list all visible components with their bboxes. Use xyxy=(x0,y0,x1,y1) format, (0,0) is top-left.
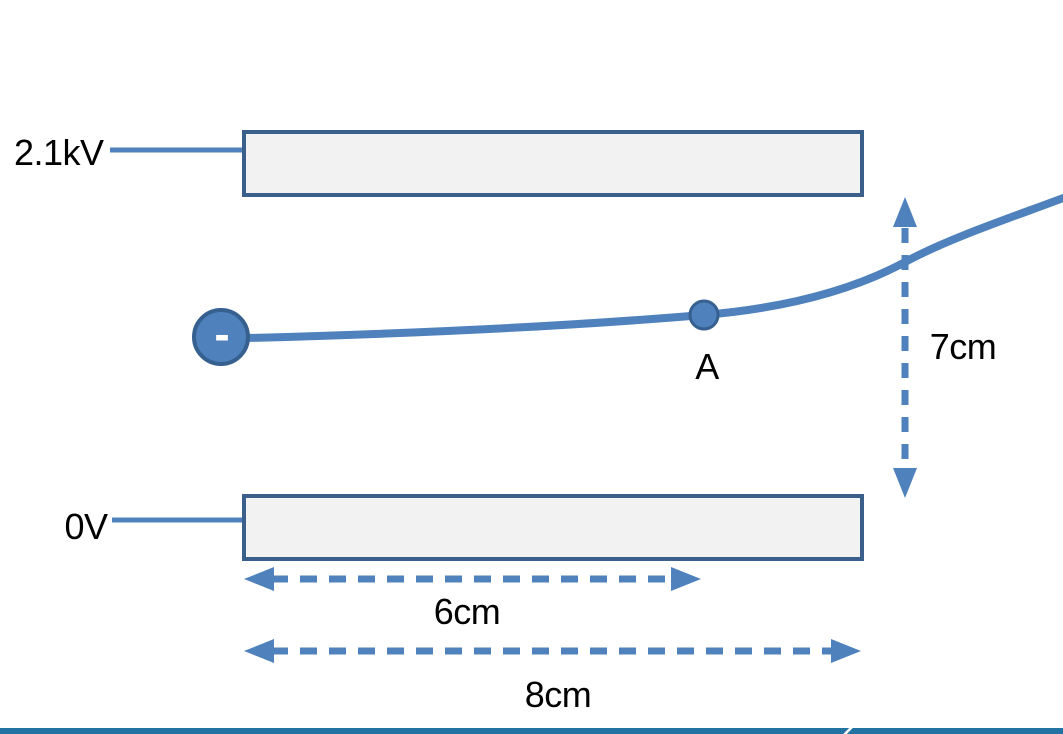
arrowhead-right-icon xyxy=(671,567,701,591)
particle-trajectory-curve xyxy=(243,193,1063,342)
horizontal-dimension-arrow-8cm xyxy=(244,639,861,663)
bottom-plate xyxy=(242,494,864,561)
top-plate-voltage-label: 2.1kV xyxy=(14,132,104,173)
plate-length-8cm-label: 8cm xyxy=(524,674,592,715)
arrowhead-left-icon xyxy=(244,639,274,663)
arrowhead-left-icon xyxy=(244,567,274,591)
bottom-plate-voltage-label: 0V xyxy=(64,506,108,547)
top-plate xyxy=(242,130,864,197)
charged-particle xyxy=(192,308,250,366)
horizontal-dimension-arrow-6cm xyxy=(244,567,701,591)
arrowhead-up-icon xyxy=(893,197,917,227)
distance-6cm-label: 6cm xyxy=(433,591,501,632)
arrowhead-right-icon xyxy=(831,639,861,663)
particle-charge-sign: - xyxy=(214,308,230,361)
vertical-gap-label: 7cm xyxy=(929,326,997,367)
point-a-marker xyxy=(688,299,720,331)
vertical-dimension-arrow-7cm xyxy=(893,197,917,498)
footer-bar xyxy=(0,728,1063,734)
arrowhead-down-icon xyxy=(893,468,917,498)
point-a-label: A xyxy=(695,346,719,387)
